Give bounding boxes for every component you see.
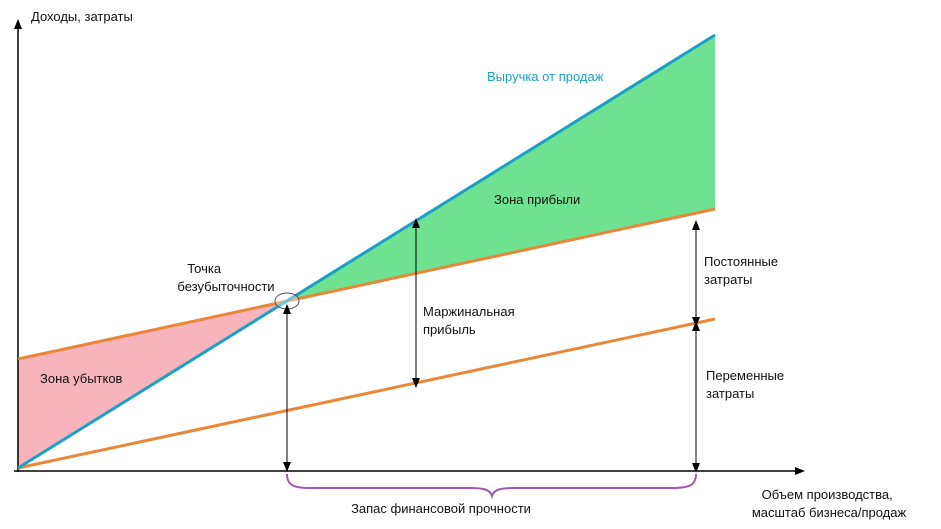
- y-axis-label: Доходы, затраты: [31, 9, 133, 24]
- profit-zone-label: Зона прибыли: [494, 192, 580, 207]
- variable-costs-label: Переменные затраты: [706, 368, 788, 401]
- loss-zone-label: Зона убытков: [40, 371, 123, 386]
- variable-costs-line: [17, 317, 716, 470]
- safety-margin-brace: [286, 473, 697, 500]
- margin-profit-label: Маржинальная прибыль: [423, 304, 518, 337]
- fixed-costs-label: Постоянные затраты: [704, 254, 782, 287]
- x-axis-label: Объем производства, масштаб бизнеса/прод…: [752, 487, 907, 520]
- breakeven-point-marker: [274, 292, 300, 310]
- revenue-line: [17, 33, 716, 470]
- revenue-label: Выручка от продаж: [487, 69, 604, 84]
- safety-margin-label: Запас финансовой прочности: [351, 501, 531, 516]
- total-costs-line: [17, 207, 716, 361]
- breakeven-label: Точка безубыточности: [177, 261, 274, 294]
